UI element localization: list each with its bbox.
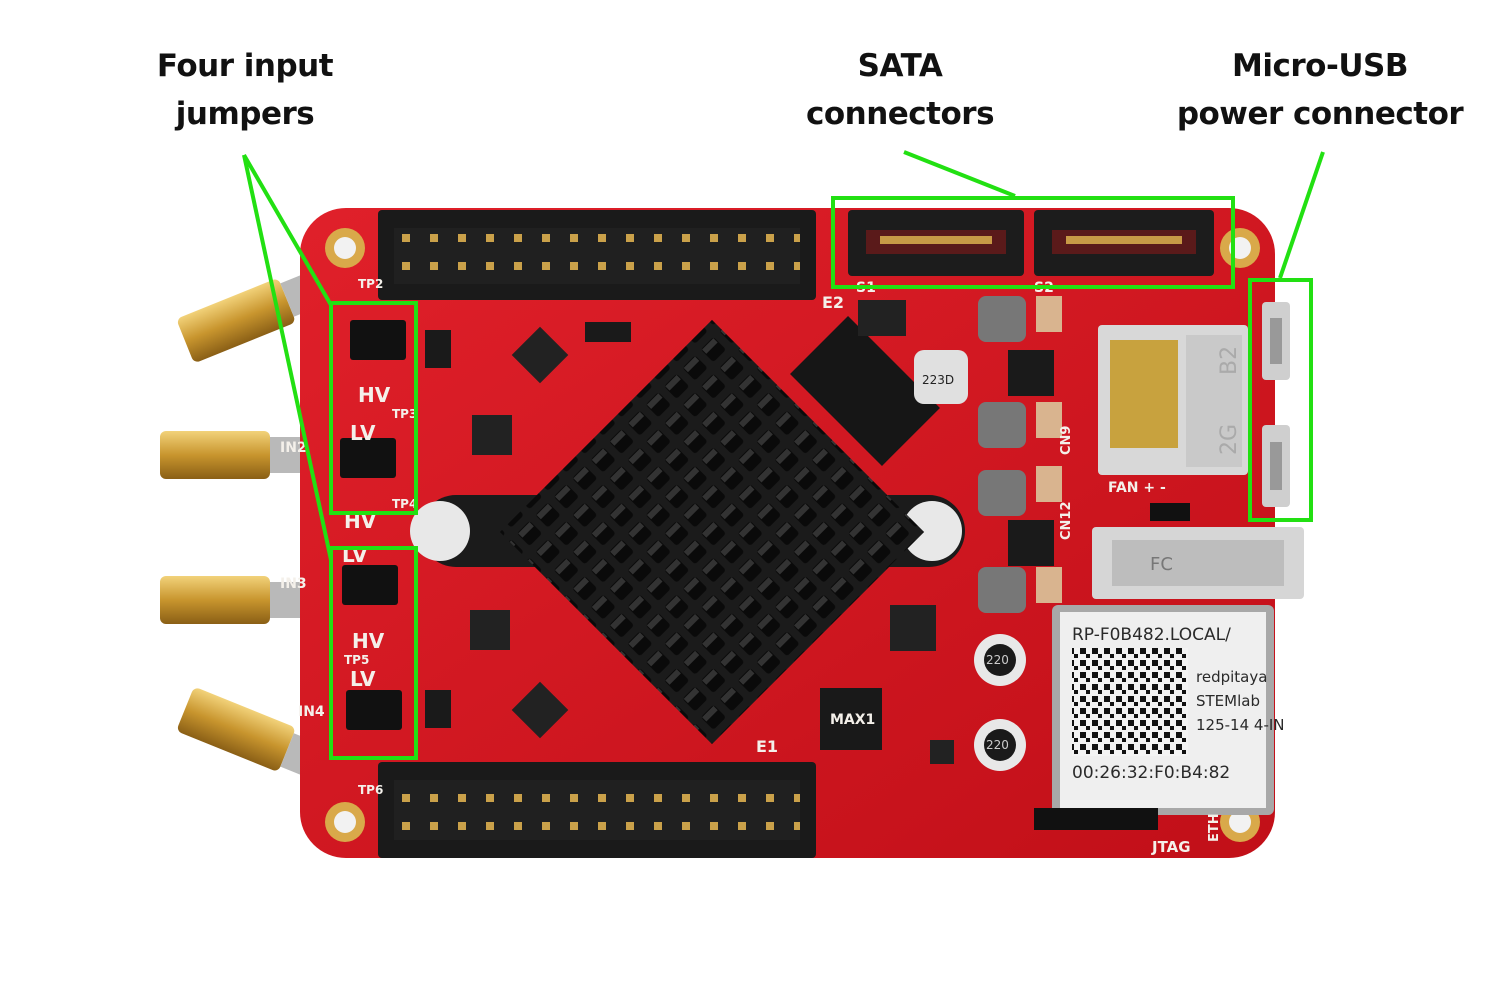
extension-header-e1: E1 [378,737,816,858]
leader-lines [242,150,1325,561]
label-usb-fc: FC [1150,554,1173,575]
label-cap-b: 220 [986,738,1009,752]
label-e2: E2 [822,293,844,312]
sd-card-slot: B2 2G FAN + - [1098,325,1248,521]
jumper-label-5: HV [352,629,385,653]
micro-usb-connectors [1262,302,1290,507]
label-sd-2g: 2G [1217,424,1242,455]
sticker-model: 125-14 4-IN [1196,716,1285,734]
sata-connectors: S1 S2 [848,210,1214,296]
sticker-product: STEMlab [1196,692,1260,710]
callout-sata: SATA connectors [770,42,1030,138]
test-point-tp3: TP3 [392,407,417,421]
callout-jumpers: Four input jumpers [120,42,370,138]
label-inductor: 223D [922,373,954,387]
power-components: 223D CN9 CN12 [914,296,1074,613]
test-point-tp6: TP6 [358,783,383,797]
label-jtag: JTAG [1151,838,1191,856]
highlight-sata [831,196,1235,289]
usb-a-connector: FC [1092,527,1304,599]
callout-sata-line2: connectors [805,96,995,132]
input-label-in3: IN3 [280,576,307,592]
input-jumpers: HV LV HV LV HV LV TP2 TP3 TP4 TP5 TP6 IN… [280,277,417,797]
label-cn12: CN12 [1059,501,1074,540]
input-label-in2: IN2 [280,440,307,456]
label-sd-b2: B2 [1217,346,1242,375]
highlight-jumpers-top [329,301,418,515]
label-fan: FAN + - [1108,480,1166,496]
callout-usb: Micro-USB power connector [1160,42,1480,138]
jumper-label-6: LV [350,667,376,691]
sticker-hostname: RP-F0B482.LOCAL/ [1072,625,1231,645]
callout-sata-line1: SATA [857,48,943,84]
label-cn9: CN9 [1059,426,1074,455]
callout-jumpers-line2: jumpers [175,96,315,132]
ethernet-module: RP-F0B482.LOCAL/ redpitaya STEMlab 125-1… [1052,605,1285,842]
callout-usb-line2: power connector [1176,96,1464,132]
input-label-in4: IN4 [298,704,325,720]
qr-code [1072,648,1188,756]
callout-usb-line1: Micro-USB [1232,48,1408,84]
label-chip: MAX1 [830,712,875,728]
jumper-label-2: LV [350,421,376,445]
sticker-mac: 00:26:32:F0:B4:82 [1072,763,1230,783]
capacitors: 220 220 [930,634,1026,771]
memory-chip [790,316,940,466]
jumper-label-1: HV [358,383,391,407]
highlight-usb [1248,278,1313,522]
sticker-brand: redpitaya [1196,668,1267,686]
callout-jumpers-line1: Four input [156,48,334,84]
extension-header-e2: E2 [378,210,844,312]
label-eth: ETH [1207,813,1222,842]
label-cap-a: 220 [986,653,1009,667]
test-point-tp4: TP4 [392,497,417,511]
test-point-tp5: TP5 [344,653,369,667]
label-e1: E1 [756,737,778,756]
test-point-tp2: TP2 [358,277,383,291]
jtag-header: JTAG [1034,808,1191,856]
highlight-boxes [329,196,1313,760]
highlight-jumpers-bottom [329,546,418,760]
